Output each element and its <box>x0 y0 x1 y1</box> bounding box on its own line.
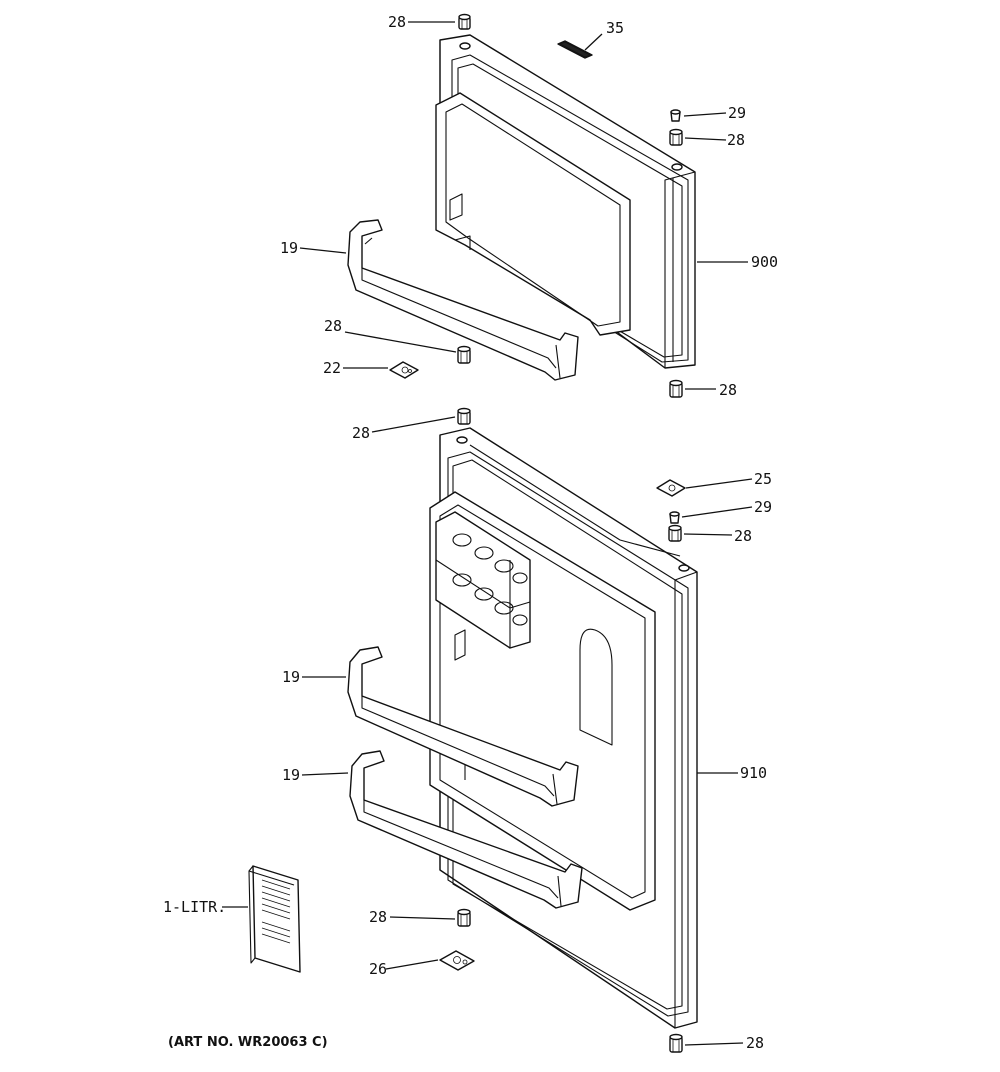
callout-29-lower: 29 <box>754 498 772 516</box>
egg-tray <box>435 511 531 649</box>
callout-28-upper-mid: 28 <box>324 317 342 335</box>
fresh-food-door-910 <box>429 427 698 1029</box>
cap-29-lower <box>669 511 680 524</box>
cap-29-upper <box>670 109 681 122</box>
callout-910: 910 <box>740 764 767 782</box>
bushing-28-upper-bottom <box>669 379 683 398</box>
hinge-plate-25 <box>656 479 686 497</box>
callout-29-upper: 29 <box>728 104 746 122</box>
callout-28-lower-bottom: 28 <box>746 1034 764 1052</box>
freezer-door-900 <box>435 34 696 369</box>
callout-28-lower-right: 28 <box>734 527 752 545</box>
bushing-28-lower-top <box>457 407 471 425</box>
bushing-28-top <box>458 13 471 30</box>
callout-28-top: 28 <box>388 13 406 31</box>
callout-25: 25 <box>754 470 772 488</box>
bushing-28-lower-mid <box>457 908 471 927</box>
callout-28-upper-right: 28 <box>727 131 745 149</box>
callout-900: 900 <box>751 253 778 271</box>
bushing-28-lower-bottom <box>669 1033 683 1053</box>
bushing-28-upper-mid <box>457 345 471 364</box>
hinge-plate-26 <box>439 950 475 971</box>
callout-19-lower-b: 19 <box>282 766 300 784</box>
art-number-caption: (ART NO. WR20063 C) <box>168 1035 328 1050</box>
hinge-plate-22 <box>389 361 419 379</box>
leader-lines <box>222 21 753 1046</box>
callout-22: 22 <box>323 359 341 377</box>
callout-28-upper-bottom: 28 <box>719 381 737 399</box>
callout-19-lower-a: 19 <box>282 668 300 686</box>
door-shelf-19-lower-a <box>347 646 579 807</box>
lower-hardware <box>248 407 686 1053</box>
bushing-28-upper-right <box>669 128 683 146</box>
callout-labels: 28 35 29 28 19 900 28 22 28 28 25 29 28 … <box>163 13 778 1052</box>
bushing-28-lower-right <box>668 524 682 542</box>
callout-26: 26 <box>369 960 387 978</box>
upper-hardware <box>389 13 683 398</box>
door-shelf-19-lower-b <box>349 750 583 909</box>
callout-1-litr: 1-LITR. <box>163 898 226 916</box>
callout-35: 35 <box>606 19 624 37</box>
callout-28-lower-top: 28 <box>352 424 370 442</box>
callout-28-lower-mid: 28 <box>369 908 387 926</box>
callout-19-upper: 19 <box>280 239 298 257</box>
door-shelf-19-upper <box>347 219 579 381</box>
literature-booklet <box>248 865 301 973</box>
